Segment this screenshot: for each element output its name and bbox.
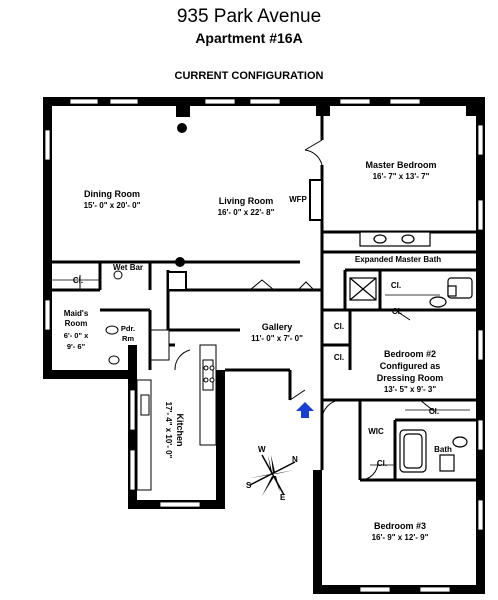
pdr-label-2: Rm [122,334,134,343]
plan-title: 935 Park Avenue [176,6,322,27]
wet-bar-cabinet [167,271,187,291]
gallery-closet-2: Cl. [334,353,344,362]
configuration-label: CURRENT CONFIGURATION [174,70,324,82]
master-bedroom-dims: 16'- 7" x 13'- 7" [373,172,430,181]
living-room-dims: 16'- 0" x 22'- 8" [218,208,275,217]
dining-room-dims: 15'- 0" x 20'- 0" [84,201,141,210]
maid-room-dims-1: 6'- 0" x [64,331,89,340]
gallery-closet-1: Cl. [334,322,344,331]
master-bath-closet-1: Cl. [391,281,401,290]
bedroom2-closet-2: Cl. [429,407,439,416]
living-room-name: Living Room [219,196,274,206]
door-swings [79,139,436,481]
plan-subtitle: Apartment #16A [195,30,303,46]
kitchen-name: Kitchen [175,413,185,446]
compass-e: E [280,493,286,502]
master-bedroom-name: Master Bedroom [365,160,436,170]
compass-s: S [246,481,252,490]
maid-room-dims-2: 9'- 6" [67,342,86,351]
gallery-dims: 11'- 0" x 7'- 0" [251,334,303,343]
bedroom3-dims: 16'- 9" x 12'- 9" [372,533,429,542]
bedroom3-name: Bedroom #3 [374,521,426,531]
maid-room-name-1: Maid's [64,309,89,318]
pdr-label-1: Pdr. [121,324,135,333]
wic-label: WIC [368,427,384,436]
maid-closet-label: Cl. [73,276,83,285]
wfp-label: WFP [289,195,307,204]
kitchen-fixtures [136,329,217,491]
dining-room-name: Dining Room [84,189,140,199]
compass-w: W [258,445,266,454]
bath-label: Bath [434,445,452,454]
column-south [175,257,185,267]
windows [44,98,484,593]
bedroom3-closet: Cl. [377,459,387,468]
maid-room-name-2: Room [65,319,88,328]
fireplace [309,179,323,221]
closet-shelves [52,279,470,466]
bath-fixtures [399,429,468,473]
bedroom2-name-1: Bedroom #2 [384,349,436,359]
wet-bar-label: Wet Bar [113,263,143,272]
entry-arrow-icon [296,402,314,418]
master-bath-label: Expanded Master Bath [355,255,441,264]
compass-rose-icon [249,454,296,496]
compass-n: N [292,455,298,464]
kitchen-dims: 17'- 4" x 10'- 0" [164,402,173,459]
master-bath-fixtures [349,231,473,308]
bedroom2-dims: 13'- 5" x 9'- 3" [384,385,437,394]
gallery-name: Gallery [262,322,293,332]
bedroom2-name-3: Dressing Room [377,373,444,383]
pdr-fixtures [105,270,123,365]
column-north [177,123,187,133]
bedroom2-name-2: Configured as [380,361,441,371]
bedroom2-closet: Cl. [392,307,402,316]
